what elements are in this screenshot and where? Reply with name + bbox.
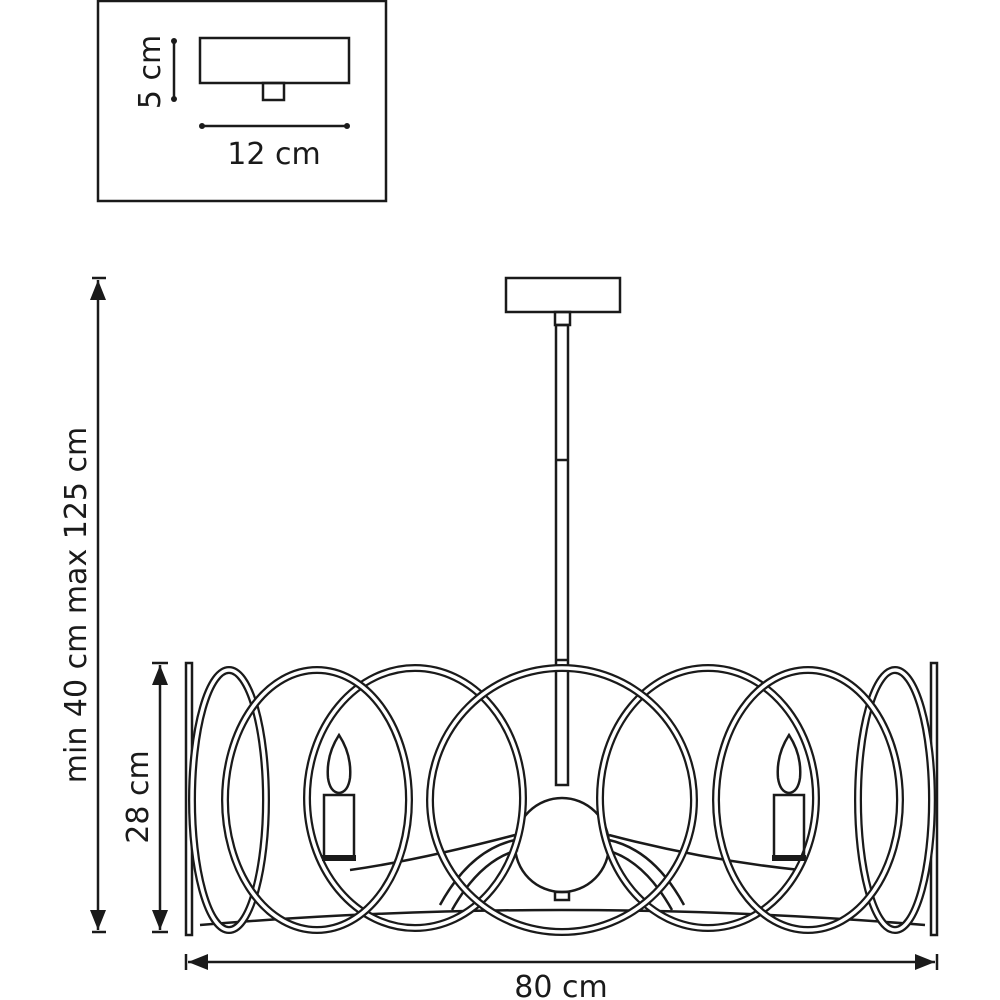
dimension-lines: min 40 cm max 125 cm 28 cm 80 cm [59,276,939,1000]
canopy [504,276,622,314]
rings [188,664,936,936]
left-candle [322,732,356,861]
inset-width-label: 12 cm [227,137,320,172]
canopy-connector [553,310,572,327]
suspension-rod [554,323,570,787]
diameter-label: 80 cm [514,970,607,1000]
inset-frame [96,0,388,203]
right-candle [772,732,806,861]
inset-canopy-stub [261,81,286,102]
chandelier [184,276,939,937]
canopy-inset: 5 cm 12 cm [96,0,388,203]
suspension-height-label: min 40 cm max 125 cm [59,427,94,783]
inset-canopy [198,36,351,85]
inset-height-label: 5 cm [133,35,168,109]
body-height-label: 28 cm [121,750,156,843]
central-hub [513,796,611,894]
